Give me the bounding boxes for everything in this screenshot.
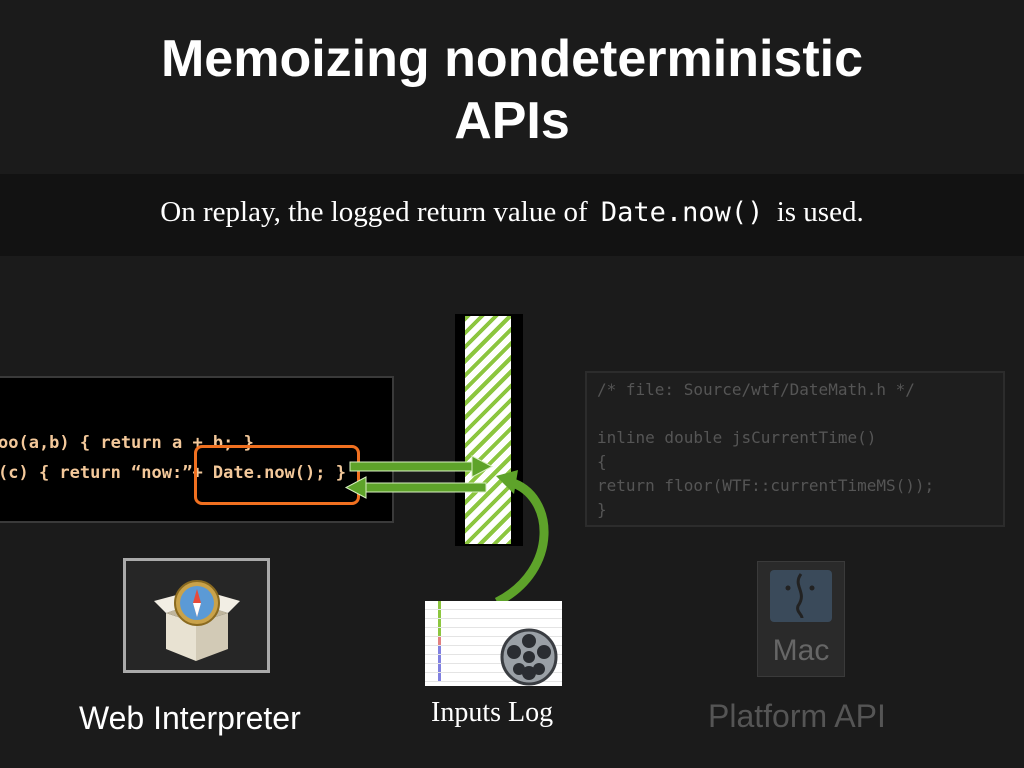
arrow-to-log bbox=[349, 455, 494, 478]
film-reel-icon bbox=[500, 628, 558, 686]
web-interpreter-icon-box bbox=[123, 558, 270, 673]
platform-code-line-1: /* file: Source/wtf/DateMath.h */ bbox=[597, 380, 915, 399]
inputs-log-column bbox=[455, 314, 523, 546]
subtitle-text-before: On replay, the logged return value of bbox=[160, 196, 588, 228]
platform-api-label: Platform API bbox=[708, 698, 886, 734]
mac-finder-icon bbox=[770, 570, 832, 622]
web-code-line-1: oo(a,b) { return a + b; } bbox=[0, 433, 254, 453]
inputs-log-label: Inputs Log bbox=[431, 697, 554, 728]
platform-icon-box: Mac bbox=[757, 561, 845, 677]
log-stripes bbox=[465, 316, 511, 544]
slide-subtitle: On replay, the logged return value of Da… bbox=[0, 196, 1024, 229]
platform-code-line-2: inline double jsCurrentTime() bbox=[597, 428, 877, 447]
inputs-log-thumbnail bbox=[425, 601, 562, 686]
mac-badge-label: Mac bbox=[772, 634, 830, 667]
platform-code-line-4: return floor(WTF::currentTimeMS()); bbox=[597, 476, 935, 495]
subtitle-band bbox=[0, 174, 1024, 256]
date-now-highlight bbox=[194, 445, 360, 505]
slide-title-line2: APIs bbox=[454, 92, 570, 150]
web-interpreter-label: Web Interpreter bbox=[79, 700, 301, 736]
curved-arrow-from-inputs-log bbox=[494, 470, 549, 607]
safari-box-icon bbox=[154, 580, 240, 661]
platform-code-line-5: } bbox=[597, 500, 607, 519]
platform-code-panel: /* file: Source/wtf/DateMath.h */ inline… bbox=[585, 371, 1005, 527]
arrow-from-log bbox=[344, 476, 487, 499]
subtitle-text-after: is used. bbox=[776, 196, 864, 228]
slide-title-line1: Memoizing nondeterministic bbox=[160, 30, 864, 88]
web-code-line-2: (c) { return “now:”+ Date.now(); } bbox=[0, 463, 346, 483]
platform-code-line-3: { bbox=[597, 452, 607, 471]
slide-title: Memoizing nondeterministic APIs bbox=[0, 28, 1024, 152]
subtitle-code: Date.now() bbox=[600, 197, 764, 228]
